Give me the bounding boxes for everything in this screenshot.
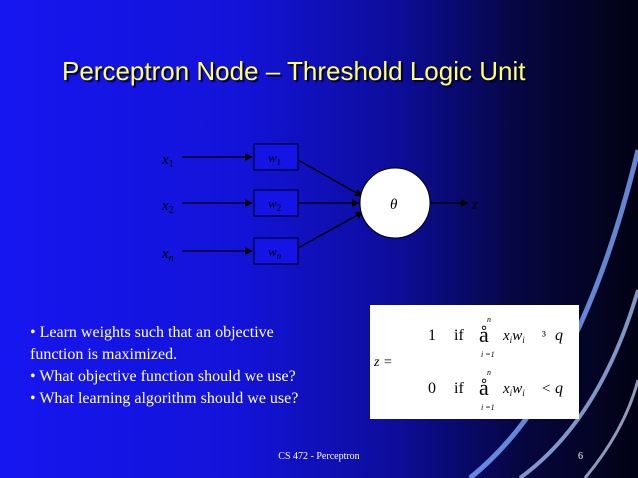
sum-lower: i =1 <box>481 403 495 412</box>
input-label-x1: x1 <box>161 152 174 170</box>
sigma-glyph: å <box>479 375 489 400</box>
weight-box-1 <box>253 143 299 171</box>
rhs-q: q <box>555 327 563 344</box>
activation-formula: z = 1 if n å i =1 xiwi ³ q 0 if n å i =1… <box>370 305 579 419</box>
compare-op: < <box>542 381 550 397</box>
bullet-line: • What objective function should we use? <box>30 368 296 385</box>
case-cond: if <box>454 327 464 344</box>
weight-box-2 <box>253 189 299 217</box>
threshold-theta: θ <box>390 197 398 213</box>
bullet-line: • Learn weights such that an objective <box>30 324 274 341</box>
sum-upper: n <box>487 315 491 324</box>
page-number: 6 <box>578 451 583 462</box>
weight-arrow-1 <box>297 159 363 197</box>
case-value: 0 <box>428 380 436 397</box>
weight-label-w1: w1 <box>268 150 281 167</box>
sum-term: xiwi <box>502 381 525 398</box>
weight-arrow-n <box>297 211 364 249</box>
footer-course: CS 472 - Perceptron <box>278 451 360 462</box>
bullet-line: function is maximized. <box>30 346 178 363</box>
sum-upper: n <box>487 368 491 377</box>
input-label-xn: xn <box>161 246 174 264</box>
weight-box-n <box>253 237 299 265</box>
sum-lower: i =1 <box>481 350 495 359</box>
sum-term: xiwi <box>502 328 525 345</box>
weight-label-wn: wn <box>268 244 282 261</box>
compare-op: ³ <box>542 328 546 343</box>
output-label-z: z <box>471 197 478 213</box>
sigma-glyph: å <box>479 322 489 347</box>
bullet-list: • Learn weights such that an objective f… <box>30 322 298 410</box>
case-cond: if <box>454 380 464 397</box>
formula-lhs: z = <box>373 355 392 370</box>
rhs-q: q <box>555 380 563 397</box>
input-label-x2: x2 <box>161 198 174 216</box>
case-value: 1 <box>428 327 436 344</box>
slide-title: Perceptron Node – Threshold Logic Unit <box>62 56 526 86</box>
weight-label-w2: w2 <box>268 196 281 213</box>
bullet-line: • What learning algorithm should we use? <box>30 390 299 407</box>
